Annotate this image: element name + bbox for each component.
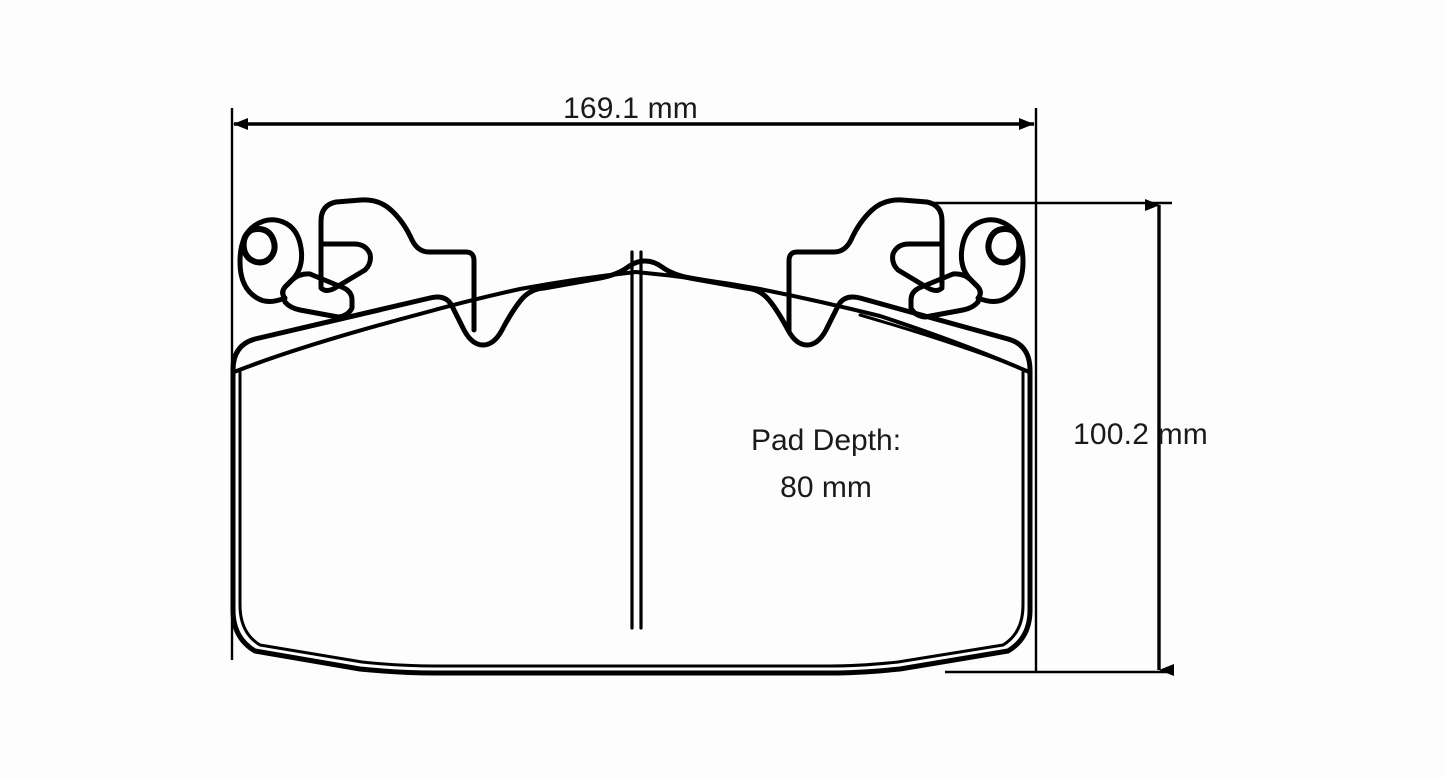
pad-depth-value: 80 mm <box>780 470 872 504</box>
width-dimension-label: 169.1 mm <box>563 92 698 125</box>
pad-depth-annotation: Pad Depth: 80 mm <box>701 418 951 511</box>
height-dimension-label: 100.2 mm <box>1073 418 1208 451</box>
shoulder-curve <box>233 269 1030 374</box>
pad-depth-title: Pad Depth: <box>750 424 902 457</box>
